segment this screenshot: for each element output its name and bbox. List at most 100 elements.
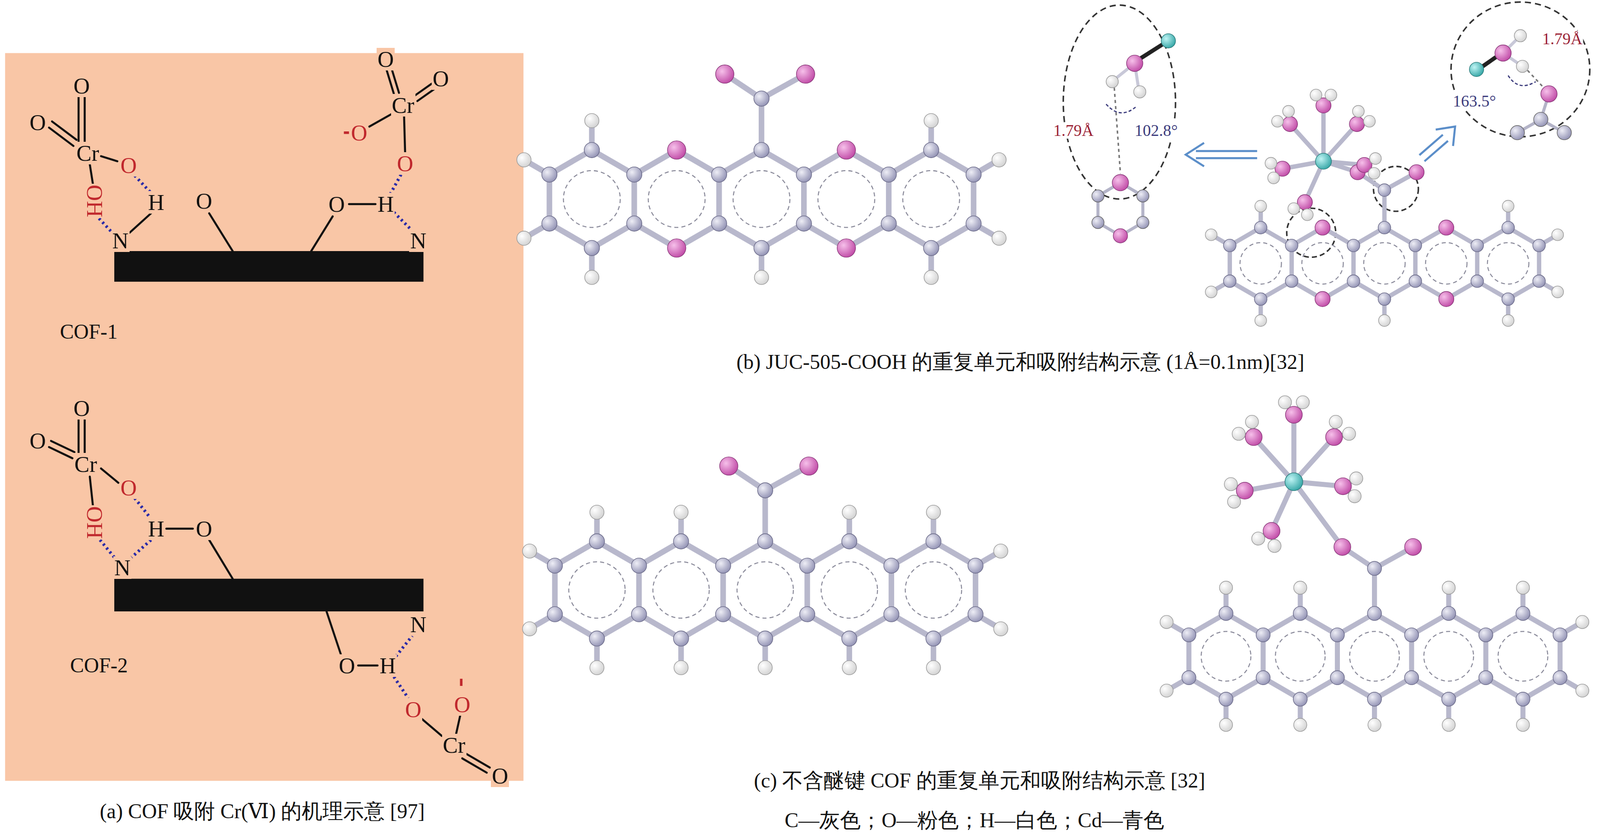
atom-label: O	[376, 47, 395, 71]
atom-label: Cr	[73, 452, 98, 476]
atom	[1310, 88, 1322, 101]
aromatic-ring	[1363, 242, 1406, 285]
atom	[1502, 314, 1515, 327]
atom	[1342, 427, 1356, 441]
atom	[1470, 275, 1484, 288]
hydrogen-bonds	[98, 174, 413, 699]
atom	[541, 167, 558, 183]
atom	[1502, 292, 1515, 306]
molecule-models	[516, 65, 1589, 732]
atom	[711, 215, 727, 232]
atom-label: O	[490, 764, 509, 788]
atom	[1219, 581, 1233, 595]
atom-label: O	[28, 429, 47, 453]
atom	[923, 113, 939, 128]
bond	[1293, 481, 1343, 547]
atom	[753, 240, 770, 256]
atom	[837, 140, 856, 160]
atom	[1334, 538, 1351, 556]
atom-label: O	[72, 396, 91, 420]
atom-label: O	[119, 153, 138, 177]
atom	[1368, 167, 1381, 180]
atom-label: O	[195, 517, 214, 541]
atom	[925, 630, 942, 647]
atom	[547, 558, 563, 574]
atom	[1293, 692, 1308, 707]
atom	[1160, 684, 1174, 698]
inset-right	[1450, 2, 1590, 140]
atom	[1231, 427, 1246, 441]
atom	[1325, 428, 1343, 446]
atom	[711, 167, 727, 183]
atom	[1441, 692, 1456, 707]
atom	[1271, 115, 1284, 128]
atom	[1227, 495, 1241, 509]
atom	[1282, 105, 1295, 118]
aromatic-ring	[563, 170, 621, 228]
bond	[1291, 415, 1297, 482]
atom	[522, 544, 537, 559]
atom	[667, 238, 686, 258]
atom-label: N	[409, 613, 428, 636]
atom	[1367, 718, 1381, 732]
atom-label: Cr	[391, 93, 416, 117]
measurement-label: 1.79Å	[1052, 122, 1095, 139]
atom-label: H	[378, 654, 397, 677]
atom	[1287, 202, 1300, 215]
atom	[715, 606, 731, 622]
atom-label: COF-1	[59, 321, 119, 343]
atom	[1330, 670, 1345, 685]
atom	[1441, 606, 1456, 621]
atom	[881, 167, 897, 183]
atom-label: N	[409, 229, 428, 252]
atom	[1264, 157, 1277, 169]
atom	[1378, 183, 1391, 197]
atom	[965, 215, 982, 232]
atom	[1282, 116, 1298, 132]
atom	[1285, 275, 1298, 288]
atom	[1502, 200, 1515, 213]
aromatic-ring	[820, 561, 878, 619]
atom-label: O	[195, 189, 214, 213]
atom	[1438, 291, 1455, 308]
atom	[1438, 219, 1455, 236]
atom	[1315, 219, 1331, 236]
atom	[1516, 692, 1531, 707]
aromatic-ring	[648, 170, 705, 228]
atom	[631, 606, 647, 622]
atom	[1254, 200, 1267, 213]
molecule	[1160, 395, 1590, 732]
zoom-markers	[1185, 126, 1456, 257]
atom	[1268, 539, 1282, 553]
atom	[1348, 489, 1362, 503]
atom	[1223, 239, 1237, 252]
atom	[881, 215, 897, 232]
aromatic-ring	[902, 170, 960, 228]
atom	[547, 606, 563, 622]
atom	[1441, 718, 1456, 732]
atom	[796, 215, 812, 232]
atom	[991, 152, 1007, 168]
atom	[1441, 581, 1456, 595]
atom	[589, 630, 605, 647]
atom	[1324, 88, 1337, 101]
atom	[1551, 285, 1564, 298]
atom	[1551, 228, 1564, 241]
measurement-label: 102.8°	[1133, 122, 1179, 139]
atom	[1367, 561, 1382, 576]
atom	[516, 152, 532, 168]
atom	[1334, 477, 1352, 495]
atom	[1352, 105, 1365, 118]
atom	[926, 660, 941, 675]
atom	[1408, 239, 1422, 252]
atom	[673, 533, 689, 550]
atom	[923, 240, 939, 256]
atom	[626, 167, 643, 183]
atom	[1478, 627, 1493, 642]
atom	[967, 558, 984, 574]
atom	[837, 238, 856, 258]
aromatic-ring	[817, 170, 875, 228]
atom	[522, 621, 537, 636]
atom	[589, 533, 605, 550]
atom	[1301, 209, 1314, 221]
